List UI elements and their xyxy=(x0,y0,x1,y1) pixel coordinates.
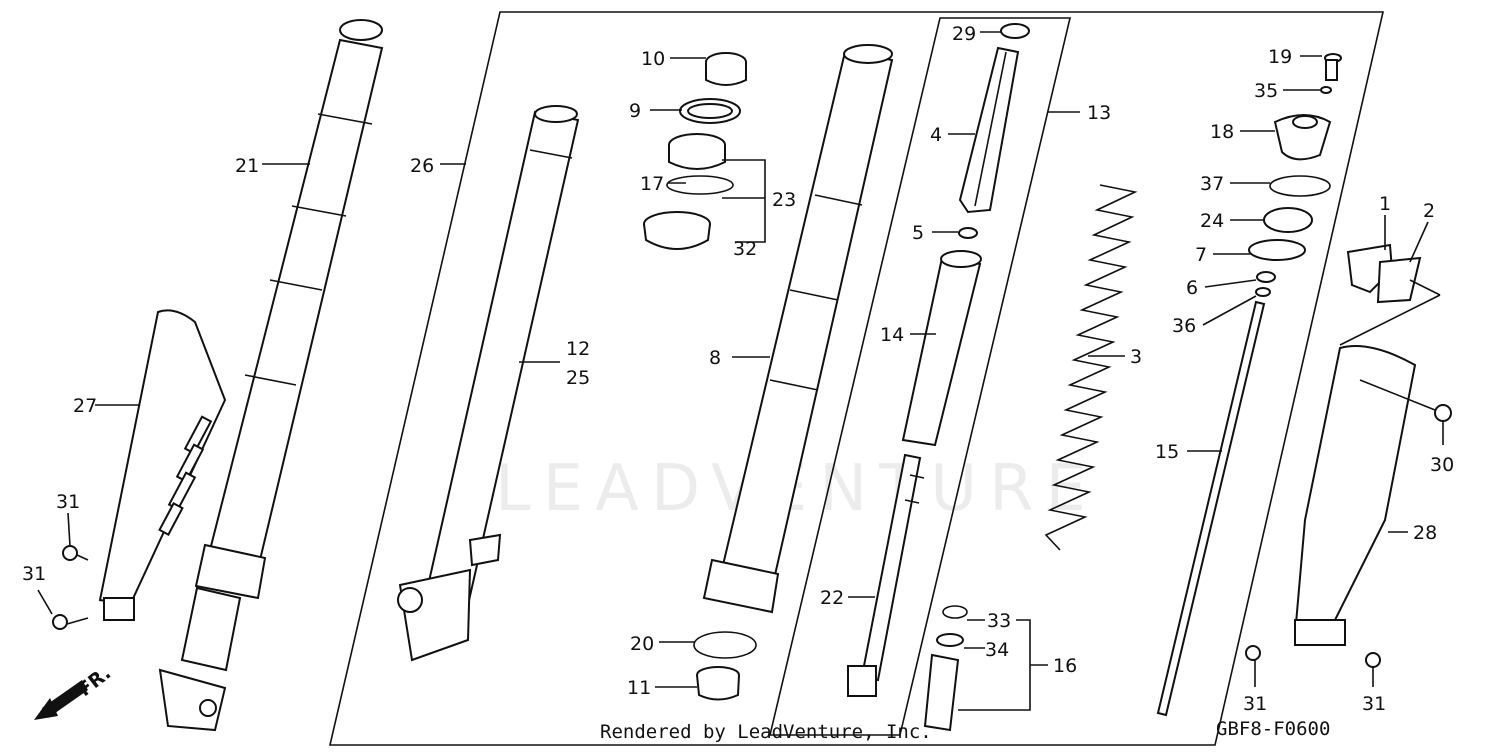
rubber-boot-4[interactable] xyxy=(958,46,1020,214)
ring-36[interactable] xyxy=(1255,287,1271,297)
callout-5: 5 xyxy=(912,222,924,244)
callout-27: 27 xyxy=(73,395,97,417)
o-ring-17[interactable] xyxy=(666,175,734,195)
callout-29: 29 xyxy=(952,23,976,45)
callout-21: 21 xyxy=(235,155,259,177)
frame-inner-group xyxy=(328,11,1385,746)
oil-seal-23[interactable] xyxy=(668,133,726,170)
callout-1: 1 xyxy=(1379,193,1391,215)
callout-12: 12 xyxy=(566,338,590,360)
washer-5[interactable] xyxy=(958,227,978,239)
callout-25: 25 xyxy=(566,367,590,389)
callout-7: 7 xyxy=(1195,244,1207,266)
bolt-31-lower[interactable] xyxy=(52,614,89,630)
callout-36: 36 xyxy=(1172,315,1196,337)
callout-26: 26 xyxy=(410,155,434,177)
callout-2: 2 xyxy=(1423,200,1435,222)
callout-35: 35 xyxy=(1254,80,1278,102)
callout-22: 22 xyxy=(820,587,844,609)
fork-tube-8[interactable] xyxy=(702,44,894,614)
front-direction-arrow xyxy=(34,680,88,720)
spring-seat-7[interactable] xyxy=(1248,239,1306,261)
callout-20: 20 xyxy=(630,633,654,655)
callout-31-right-b: 31 xyxy=(1362,693,1386,715)
o-ring-33[interactable] xyxy=(942,605,968,619)
callout-32: 32 xyxy=(733,238,757,260)
fork-guard-27[interactable] xyxy=(98,309,227,621)
washer-34[interactable] xyxy=(936,633,964,647)
washer-6[interactable] xyxy=(1256,271,1276,283)
bolt-31-upper[interactable] xyxy=(62,545,89,561)
callout-11: 11 xyxy=(627,677,651,699)
callout-17: 17 xyxy=(640,173,664,195)
push-rod-15[interactable] xyxy=(1156,300,1266,717)
callout-33: 33 xyxy=(987,610,1011,632)
callout-31-upper: 31 xyxy=(56,491,80,513)
diagram-code: GBF8-F0600 xyxy=(1216,718,1330,740)
nut-29[interactable] xyxy=(1000,23,1030,39)
callout-10: 10 xyxy=(641,48,665,70)
callout-30: 30 xyxy=(1430,454,1454,476)
bolt-30[interactable] xyxy=(1434,404,1452,422)
callout-4: 4 xyxy=(930,124,942,146)
stopper-ring-20[interactable] xyxy=(693,631,757,659)
lock-nut-24[interactable] xyxy=(1263,207,1313,233)
callout-24: 24 xyxy=(1200,210,1224,232)
fork-slider-12[interactable] xyxy=(397,105,580,662)
o-ring-35[interactable] xyxy=(1320,86,1332,94)
dust-seal-10[interactable] xyxy=(705,52,747,86)
callout-19: 19 xyxy=(1268,46,1292,68)
callout-37: 37 xyxy=(1200,173,1224,195)
bolt-31-right-b[interactable] xyxy=(1365,652,1381,668)
callout-31-lower: 31 xyxy=(22,563,46,585)
leader-guide-to-guard xyxy=(1409,279,1441,296)
callout-23: 23 xyxy=(772,189,796,211)
fork-guard-28[interactable] xyxy=(1293,345,1417,646)
guide-2[interactable] xyxy=(1376,256,1422,304)
fork-spring-3[interactable] xyxy=(1044,184,1138,551)
back-up-ring-32[interactable] xyxy=(643,211,711,250)
piston-pipe-14[interactable] xyxy=(901,250,982,447)
valve-assembly-16[interactable] xyxy=(923,653,960,732)
callout-18: 18 xyxy=(1210,121,1234,143)
callout-34: 34 xyxy=(985,639,1009,661)
damper-rod-22[interactable] xyxy=(847,453,925,697)
outer-fork-tube-21[interactable] xyxy=(158,19,384,732)
callout-13: 13 xyxy=(1087,102,1111,124)
footer-credit: Rendered by LeadVenture, Inc. xyxy=(600,721,932,743)
dust-seal-11[interactable] xyxy=(696,666,740,701)
stopper-ring-9[interactable] xyxy=(679,98,741,124)
callout-14: 14 xyxy=(880,324,904,346)
leader-lines xyxy=(37,31,1444,711)
leader-guide-to-guard-2 xyxy=(1339,294,1441,346)
bolt-31-right-a[interactable] xyxy=(1245,645,1261,661)
bolt-19[interactable] xyxy=(1324,53,1342,81)
callout-16: 16 xyxy=(1053,655,1077,677)
callout-15: 15 xyxy=(1155,441,1179,463)
callout-3: 3 xyxy=(1130,346,1142,368)
callout-9: 9 xyxy=(629,100,641,122)
callout-6: 6 xyxy=(1186,277,1198,299)
callout-28: 28 xyxy=(1413,522,1437,544)
o-ring-37[interactable] xyxy=(1269,175,1331,197)
frame-damper-group xyxy=(768,17,1072,736)
fork-bolt-18[interactable] xyxy=(1273,114,1332,161)
callout-31-right-a: 31 xyxy=(1243,693,1267,715)
callout-8: 8 xyxy=(709,347,721,369)
